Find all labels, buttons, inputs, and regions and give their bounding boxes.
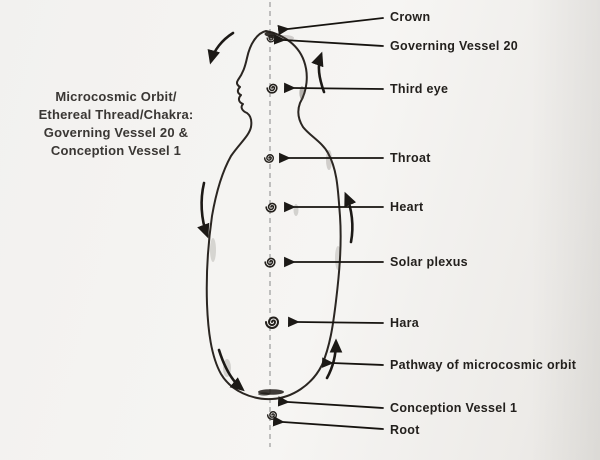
pointer-arrow-conception-vessel-1 xyxy=(277,396,384,409)
conception-vessel-mark xyxy=(258,389,284,396)
body-outline xyxy=(205,30,342,401)
chakra-spirals xyxy=(263,34,279,421)
label-governing-vessel-20: Governing Vessel 20 xyxy=(390,39,518,53)
flow-arrows xyxy=(197,31,357,392)
caption-line: Conception Vessel 1 xyxy=(50,143,182,158)
chakra-spiral-hara xyxy=(265,316,279,329)
pointer-arrows xyxy=(272,17,384,430)
label-conception-vessel-1: Conception Vessel 1 xyxy=(390,401,518,415)
flow-arrow-head-right-up xyxy=(311,51,326,94)
label-root: Root xyxy=(390,423,420,437)
label-pathway: Pathway of microcosmic orbit xyxy=(390,358,577,372)
flow-arrow-mid-left-down xyxy=(197,181,210,239)
label-hara: Hara xyxy=(390,316,419,330)
pointer-arrow-crown xyxy=(277,17,384,36)
flow-arrow-head-left-down xyxy=(207,31,235,65)
caption-line: Microcosmic Orbit/ xyxy=(55,89,177,104)
caption: Microcosmic Orbit/ Ethereal Thread/Chakr… xyxy=(12,88,220,160)
chakra-spiral-throat xyxy=(263,154,275,164)
caption-line: Governing Vessel 20 & xyxy=(43,125,189,140)
label-third-eye: Third eye xyxy=(390,82,449,96)
chakra-spiral-root xyxy=(266,411,278,421)
chakra-spiral-heart xyxy=(265,202,277,213)
flow-arrow-bottom-left-down xyxy=(217,348,245,392)
flow-arrow-mid-right-up xyxy=(344,191,357,244)
pointer-arrow-pathway xyxy=(321,357,384,368)
label-crown: Crown xyxy=(390,10,431,24)
label-heart: Heart xyxy=(390,200,424,214)
pointer-arrow-third-eye xyxy=(283,82,384,94)
caption-line: Ethereal Thread/Chakra: xyxy=(38,107,194,122)
pointer-arrow-root xyxy=(272,416,384,430)
pointer-arrow-governing-vessel-20 xyxy=(273,34,384,47)
label-solar-plexus: Solar plexus xyxy=(390,255,468,269)
label-throat: Throat xyxy=(390,151,431,165)
chakra-spiral-third-eye xyxy=(266,83,278,94)
pointer-arrow-hara xyxy=(287,316,384,328)
